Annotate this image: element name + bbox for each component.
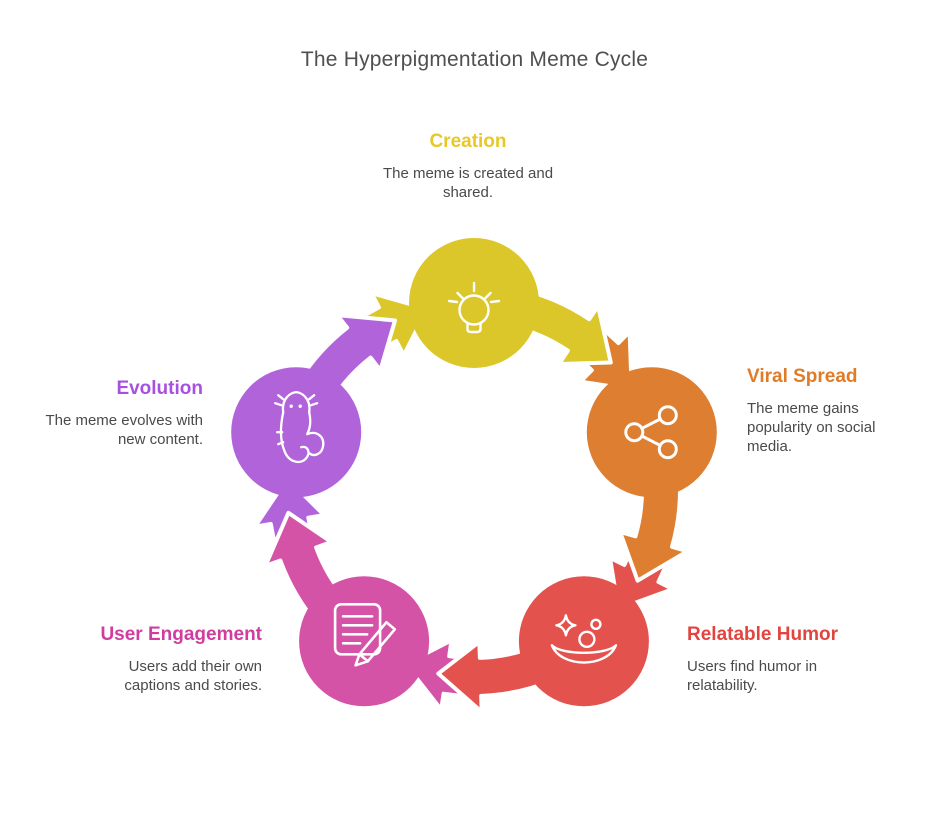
node-circle-viral-spread [586, 367, 717, 498]
node-title-relatable-humor: Relatable Humor [687, 624, 838, 645]
node-circle-relatable-humor [518, 576, 649, 707]
node-circles-layer [231, 238, 717, 707]
share-icon [624, 405, 678, 460]
node-circle-evolution [231, 367, 362, 498]
node-label-creation: Creation The meme is created and shared. [318, 131, 618, 202]
node-circle-user-engagement [299, 576, 430, 707]
node-circle-creation [409, 238, 539, 368]
node-title-viral-spread: Viral Spread [747, 366, 858, 387]
node-label-relatable-humor: Relatable Humor Users find humor in rela… [687, 624, 857, 695]
node-description-creation: The meme is created and shared. [382, 165, 554, 201]
clown-icon [550, 614, 618, 664]
node-description-user-engagement: Users add their own captions and stories… [124, 658, 262, 694]
axolotl-icon [274, 391, 325, 464]
node-title-creation: Creation [429, 131, 507, 152]
node-description-viral-spread: The meme gains popularity on social medi… [747, 400, 876, 455]
node-label-user-engagement: User Engagement Users add their own capt… [62, 624, 262, 695]
node-title-user-engagement: User Engagement [100, 624, 262, 645]
node-description-evolution: The meme evolves with new content. [45, 412, 203, 448]
lightbulb-icon [447, 281, 501, 334]
page-title: The Hyperpigmentation Meme Cycle [300, 48, 649, 71]
node-label-viral-spread: Viral Spread The meme gains popularity o… [747, 366, 907, 456]
node-label-evolution: Evolution The meme evolves with new cont… [3, 378, 203, 449]
node-title-evolution: Evolution [116, 378, 203, 399]
node-description-relatable-humor: Users find humor in relatability. [687, 658, 818, 694]
document-pencil-icon [333, 602, 397, 667]
